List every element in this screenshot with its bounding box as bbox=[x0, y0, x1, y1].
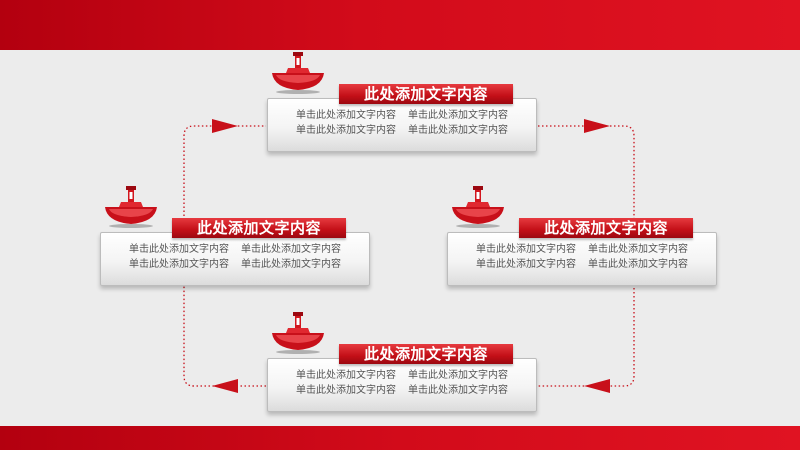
description-text: 单击此处添加文字内容 bbox=[408, 125, 508, 136]
arrow-right-bottom bbox=[584, 379, 610, 393]
description-text: 单击此处添加文字内容 bbox=[476, 259, 576, 270]
description-text: 单击此处添加文字内容 bbox=[296, 385, 396, 396]
description-text: 单击此处添加文字内容 bbox=[296, 125, 396, 136]
connector-top-right bbox=[538, 125, 635, 232]
arrow-top-right bbox=[584, 119, 610, 133]
node-title: 此处添加文字内容 bbox=[339, 84, 513, 104]
ship-icon bbox=[452, 186, 504, 228]
node-title: 此处添加文字内容 bbox=[339, 344, 513, 364]
ship-icon bbox=[272, 52, 324, 94]
connector-right-bottom bbox=[538, 284, 635, 387]
description-text: 单击此处添加文字内容 bbox=[241, 259, 341, 270]
node-description: 单击此处添加文字内容单击此处添加文字内容 单击此处添加文字内容单击此处添加文字内… bbox=[267, 108, 537, 138]
description-text: 单击此处添加文字内容 bbox=[408, 385, 508, 396]
top-red-band bbox=[0, 0, 800, 50]
description-text: 单击此处添加文字内容 bbox=[241, 244, 341, 255]
node-title: 此处添加文字内容 bbox=[519, 218, 693, 238]
node-description: 单击此处添加文字内容单击此处添加文字内容 单击此处添加文字内容单击此处添加文字内… bbox=[267, 368, 537, 398]
text-card bbox=[267, 98, 537, 152]
text-card bbox=[100, 232, 370, 286]
description-text: 单击此处添加文字内容 bbox=[408, 370, 508, 381]
bottom-red-band bbox=[0, 426, 800, 450]
arrow-bottom-left bbox=[212, 379, 238, 393]
description-text: 单击此处添加文字内容 bbox=[129, 259, 229, 270]
node-description: 单击此处添加文字内容单击此处添加文字内容 单击此处添加文字内容单击此处添加文字内… bbox=[100, 242, 370, 272]
node-description: 单击此处添加文字内容单击此处添加文字内容 单击此处添加文字内容单击此处添加文字内… bbox=[447, 242, 717, 272]
description-text: 单击此处添加文字内容 bbox=[296, 370, 396, 381]
text-card bbox=[267, 358, 537, 412]
description-text: 单击此处添加文字内容 bbox=[588, 244, 688, 255]
connector-bottom-left bbox=[183, 284, 266, 387]
ship-icon bbox=[105, 186, 157, 228]
connector-left-top bbox=[183, 125, 266, 232]
ship-icon bbox=[272, 312, 324, 354]
node-title: 此处添加文字内容 bbox=[172, 218, 346, 238]
description-text: 单击此处添加文字内容 bbox=[129, 244, 229, 255]
description-text: 单击此处添加文字内容 bbox=[588, 259, 688, 270]
description-text: 单击此处添加文字内容 bbox=[296, 110, 396, 121]
description-text: 单击此处添加文字内容 bbox=[408, 110, 508, 121]
description-text: 单击此处添加文字内容 bbox=[476, 244, 576, 255]
arrow-left-top bbox=[212, 119, 238, 133]
